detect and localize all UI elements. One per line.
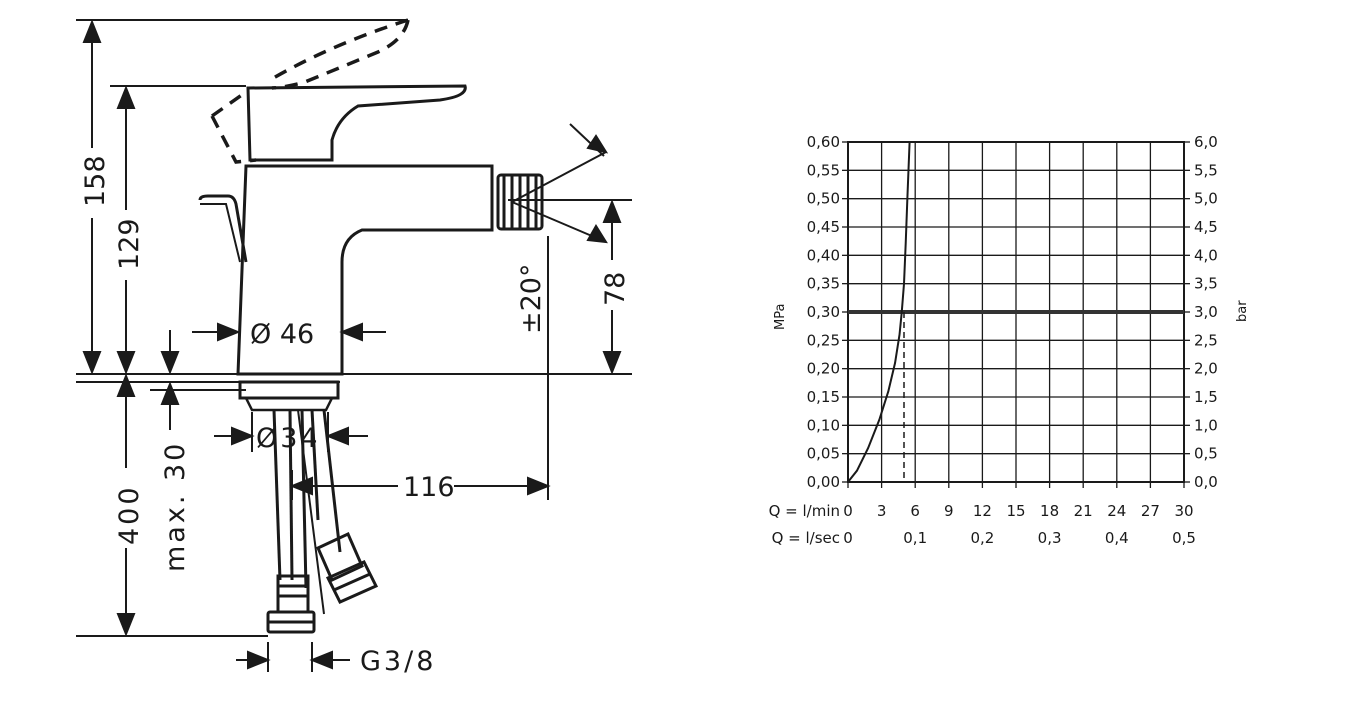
x-row2-tick-label: 0,3 [1038, 529, 1062, 547]
left-axis-label: MPa [773, 304, 788, 330]
right-tick-label: 5,5 [1194, 161, 1218, 179]
label-116: 116 [403, 472, 455, 503]
x-row1-tick-label: 24 [1107, 502, 1126, 520]
x-row1-tick-label: 15 [1006, 502, 1025, 520]
right-tick-label: 2,5 [1194, 331, 1218, 349]
left-tick-label: 0,00 [807, 473, 840, 491]
right-tick-label: 6,0 [1194, 133, 1218, 151]
mounting-base [238, 380, 340, 400]
label-dia-34: Ø34 [256, 423, 321, 454]
x-row1-tick-label: 12 [973, 502, 992, 520]
x-row1-tick-label: 18 [1040, 502, 1059, 520]
chart-grid [842, 141, 1190, 488]
left-tick-label: 0,55 [807, 161, 840, 179]
x-row1-label: Q = l/min [769, 502, 840, 520]
x-row1-tick-label: 30 [1174, 502, 1193, 520]
left-tick-label: 0,25 [807, 331, 840, 349]
label-dia-46: Ø 46 [250, 319, 314, 350]
x-row1-tick-label: 0 [843, 502, 853, 520]
lever-raised-dashed [210, 18, 410, 164]
left-tick-label: 0,30 [807, 303, 840, 321]
label-158: 158 [80, 155, 111, 207]
label-angle: ±20° [516, 264, 547, 334]
right-tick-label: 3,0 [1194, 303, 1218, 321]
supply-hoses [266, 409, 379, 634]
label-max-30: max. 30 [160, 441, 191, 572]
x-row2-tick-label: 0,2 [970, 529, 994, 547]
right-tick-label: 1,0 [1194, 416, 1218, 434]
right-tick-label: 0,0 [1194, 473, 1218, 491]
flow-pressure-chart: 0,000,050,100,150,200,250,300,350,400,45… [769, 133, 1250, 547]
flow-curve [847, 141, 911, 483]
lever-outline [246, 84, 467, 162]
right-tick-label: 0,5 [1194, 445, 1218, 463]
left-tick-label: 0,05 [807, 445, 840, 463]
right-axis-ticks: 0,0 0,5 1,0 1,5 2,0 2,5 3,0 3,5 4,0 4,5 5,0 5,5 6,0 [1194, 133, 1218, 491]
right-tick-label: 5,0 [1194, 190, 1218, 208]
left-tick-label: 0,10 [807, 416, 840, 434]
x-axis-lmin-ticks: 0 3 6 9 12 15 18 21 24 27 30 [843, 502, 1193, 520]
right-tick-label: 3,5 [1194, 275, 1218, 293]
right-tick-label: 2,0 [1194, 360, 1218, 378]
left-tick-label: 0,50 [807, 190, 840, 208]
label-78: 78 [600, 272, 631, 306]
faucet-drawing [76, 18, 632, 637]
left-tick-label: 0,40 [807, 246, 840, 264]
x-row2-label: Q = l/sec [772, 529, 840, 547]
right-tick-label: 1,5 [1194, 388, 1218, 406]
left-tick-label: 0,35 [807, 275, 840, 293]
x-axis-lsec-ticks: 0 0,1 0,2 0,3 0,4 0,5 [843, 529, 1196, 547]
label-400: 400 [114, 484, 145, 545]
left-tick-label: 0,15 [807, 388, 840, 406]
x-row2-tick-label: 0 [843, 529, 853, 547]
popup-rod [198, 194, 248, 263]
right-tick-label: 4,5 [1194, 218, 1218, 236]
x-row2-tick-label: 0,1 [903, 529, 927, 547]
x-row1-tick-label: 27 [1141, 502, 1160, 520]
x-row1-tick-label: 6 [910, 502, 920, 520]
label-thread: G3/8 [360, 646, 436, 677]
x-row1-tick-label: 21 [1074, 502, 1093, 520]
right-axis-label: bar [1235, 300, 1250, 322]
x-row2-tick-label: 0,4 [1105, 529, 1129, 547]
dimension-labels: 158 129 400 max. 30 Ø 46 Ø34 116 ±20° 78… [78, 148, 631, 677]
right-tick-label: 4,0 [1194, 246, 1218, 264]
label-129: 129 [114, 218, 145, 270]
chart-marks [847, 141, 1184, 483]
left-axis-ticks: 0,00 0,05 0,10 0,15 0,20 0,25 0,30 0,35 0,40 0,45… [807, 133, 840, 491]
x-row2-tick-label: 0,5 [1172, 529, 1196, 547]
left-tick-label: 0,60 [807, 133, 840, 151]
dimension-lines [76, 19, 632, 672]
left-tick-label: 0,45 [807, 218, 840, 236]
left-tick-label: 0,20 [807, 360, 840, 378]
x-row1-tick-label: 9 [944, 502, 954, 520]
x-row1-tick-label: 3 [877, 502, 887, 520]
